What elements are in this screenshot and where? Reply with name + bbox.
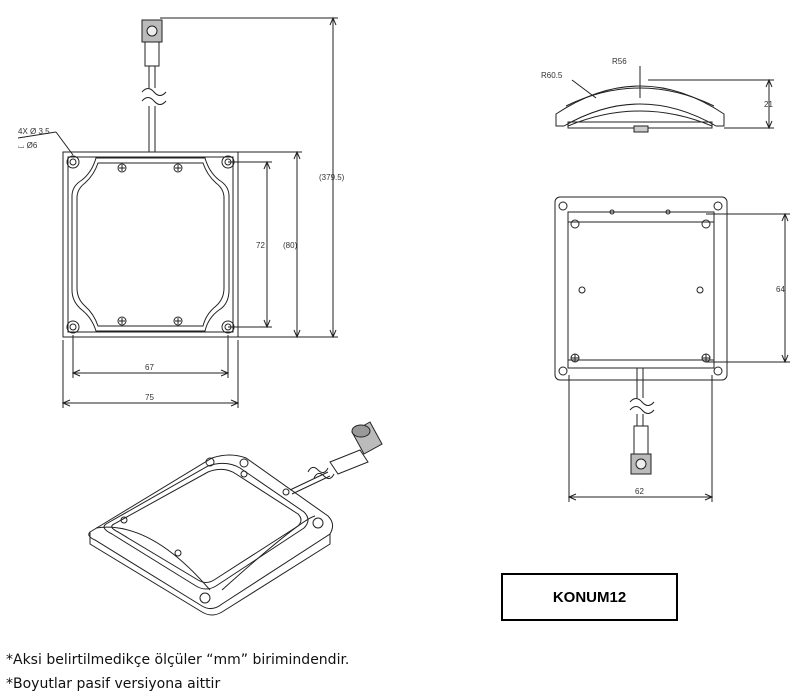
side-arc-body [555, 85, 725, 127]
dim-inner-radius: R56 [612, 57, 627, 66]
back-view [554, 196, 790, 502]
dim-body-height: (80) [283, 241, 298, 250]
front-view [17, 16, 338, 408]
iso-base [88, 454, 334, 610]
hole-callout-text: 4X Ø 3.5 [18, 127, 50, 136]
isometric-view [88, 421, 383, 616]
dim-back-width: 62 [635, 487, 644, 496]
hole-counterbore-text: ⌴ Ø6 [18, 141, 38, 150]
connector-nut [146, 25, 158, 37]
mounting-holes [66, 155, 235, 334]
back-plate [554, 196, 728, 381]
dim-side-height: 21 [764, 100, 773, 109]
break-mark [141, 88, 167, 96]
inner-body [71, 157, 230, 332]
screws [117, 163, 183, 326]
dim-hole-pitch-vertical: 72 [256, 241, 265, 250]
iso-top-face [103, 462, 309, 590]
model-label: KONUM12 [552, 588, 627, 606]
dim-body-width: 75 [145, 393, 154, 402]
side-view [555, 66, 774, 133]
note-passive-version: *Boyutlar pasif versiyona aittir [6, 676, 221, 692]
dim-outer-radius: R60.5 [541, 71, 563, 80]
model-label-box: KONUM12 [501, 573, 678, 621]
dim-back-hole-pitch: 64 [776, 285, 785, 294]
dim-hole-pitch-horizontal: 67 [145, 363, 154, 372]
outer-plate [62, 151, 239, 338]
note-units: *Aksi belirtilmedikçe ölçüler “mm” birim… [6, 652, 350, 668]
dim-total-height: (379.5) [319, 173, 345, 182]
connector-body [144, 41, 160, 67]
